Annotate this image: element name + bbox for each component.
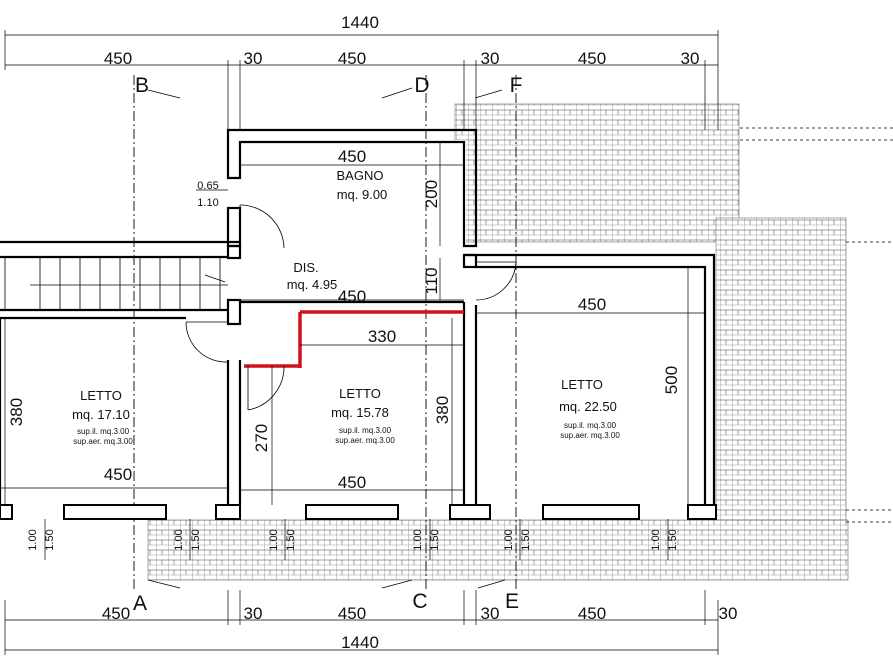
labels: 1440 450 30 450 30 450 30 B D F A C E 45…: [7, 13, 737, 652]
letto1-sup-il: sup.il. mq.3.00: [77, 427, 130, 436]
bottom-dim-3: 450: [338, 604, 366, 623]
walls: [0, 128, 717, 520]
letto1-area: mq. 17.10: [72, 407, 130, 422]
window-4-top: 1.00: [412, 529, 424, 550]
letto2-area: mq. 15.78: [331, 405, 389, 420]
bottom-total-dim: 1440: [341, 633, 379, 652]
door-swings: [185, 204, 517, 411]
top-dim-4: 30: [481, 49, 500, 68]
letto1-name: LETTO: [80, 388, 122, 403]
axis-label-c: C: [412, 590, 427, 613]
letto1-height-dim: 380: [7, 398, 26, 426]
dis-width-dim: 450: [338, 287, 366, 306]
window-3-top: 1.00: [268, 529, 280, 550]
dis-height-dim: 110: [422, 267, 441, 294]
letto1-sup-aer: sup.aer. mq.3.00: [73, 437, 133, 446]
bagno-width-dim: 450: [338, 147, 366, 166]
bottom-dimension-lines: [4, 590, 719, 655]
bagno-name: BAGNO: [337, 168, 384, 183]
bottom-dim-2: 30: [244, 604, 263, 623]
letto2-door-height-dim: 270: [252, 424, 271, 452]
letto2-sup-il: sup.il. mq.3.00: [339, 426, 392, 435]
window-left-top: 0.65: [197, 180, 218, 192]
window-1-bottom: 1.50: [44, 529, 56, 550]
axis-label-e: E: [505, 590, 519, 613]
roof-tiles: [147, 103, 849, 581]
top-total-dim: 1440: [341, 13, 379, 32]
bottom-dim-5: 450: [578, 604, 606, 623]
top-dim-5: 450: [578, 49, 606, 68]
letto3-height-dim: 500: [662, 366, 681, 394]
letto3-name: LETTO: [561, 377, 603, 392]
bagno-area: mq. 9.00: [337, 187, 388, 202]
letto2-name: LETTO: [339, 386, 381, 401]
window-6-bottom: 1.50: [667, 529, 679, 550]
highlight-wall: [244, 310, 464, 368]
top-dim-2: 30: [244, 49, 263, 68]
axis-label-d: D: [414, 74, 429, 97]
window-left-bottom: 1.10: [197, 197, 218, 209]
interior-dimension-lines: [0, 142, 705, 505]
top-dim-1: 450: [104, 49, 132, 68]
window-1-top: 1.00: [27, 529, 39, 550]
bottom-dim-4: 30: [481, 604, 500, 623]
top-dimension-lines: [4, 30, 719, 130]
letto2-height-dim: 380: [433, 396, 452, 424]
window-3-bottom: 1.50: [285, 529, 297, 550]
top-dim-3: 450: [338, 49, 366, 68]
letto3-width-dim: 450: [578, 295, 606, 314]
letto3-sup-aer: sup.aer. mq.3.00: [560, 431, 620, 440]
window-2-bottom: 1.50: [190, 529, 202, 550]
grid-axes: [133, 75, 517, 590]
letto3-sup-il: sup.il. mq.3.00: [564, 421, 617, 430]
axis-label-b: B: [135, 74, 149, 97]
axis-label-f: F: [510, 74, 523, 97]
bottom-dim-6: 30: [719, 604, 738, 623]
bagno-height-dim: 200: [422, 180, 441, 208]
roof-dash-lines: [740, 127, 893, 523]
letto2-width-top: 330: [368, 327, 396, 346]
letto1-width-dim: 450: [104, 465, 132, 484]
window-5-bottom: 1.50: [520, 529, 532, 550]
bottom-dim-1: 450: [102, 604, 130, 623]
letto2-width-bottom: 450: [338, 473, 366, 492]
window-6-top: 1.00: [650, 529, 662, 550]
window-5-top: 1.00: [503, 529, 515, 550]
dis-area: mq. 4.95: [287, 277, 338, 292]
axis-label-a: A: [133, 592, 147, 615]
dis-name: DIS.: [293, 260, 318, 275]
window-leaders: [44, 519, 669, 560]
window-4-bottom: 1.50: [429, 529, 441, 550]
letto2-sup-aer: sup.aer. mq.3.00: [335, 436, 395, 445]
letto3-area: mq. 22.50: [559, 399, 617, 414]
window-2-top: 1.00: [173, 529, 185, 550]
top-dim-6: 30: [681, 49, 700, 68]
